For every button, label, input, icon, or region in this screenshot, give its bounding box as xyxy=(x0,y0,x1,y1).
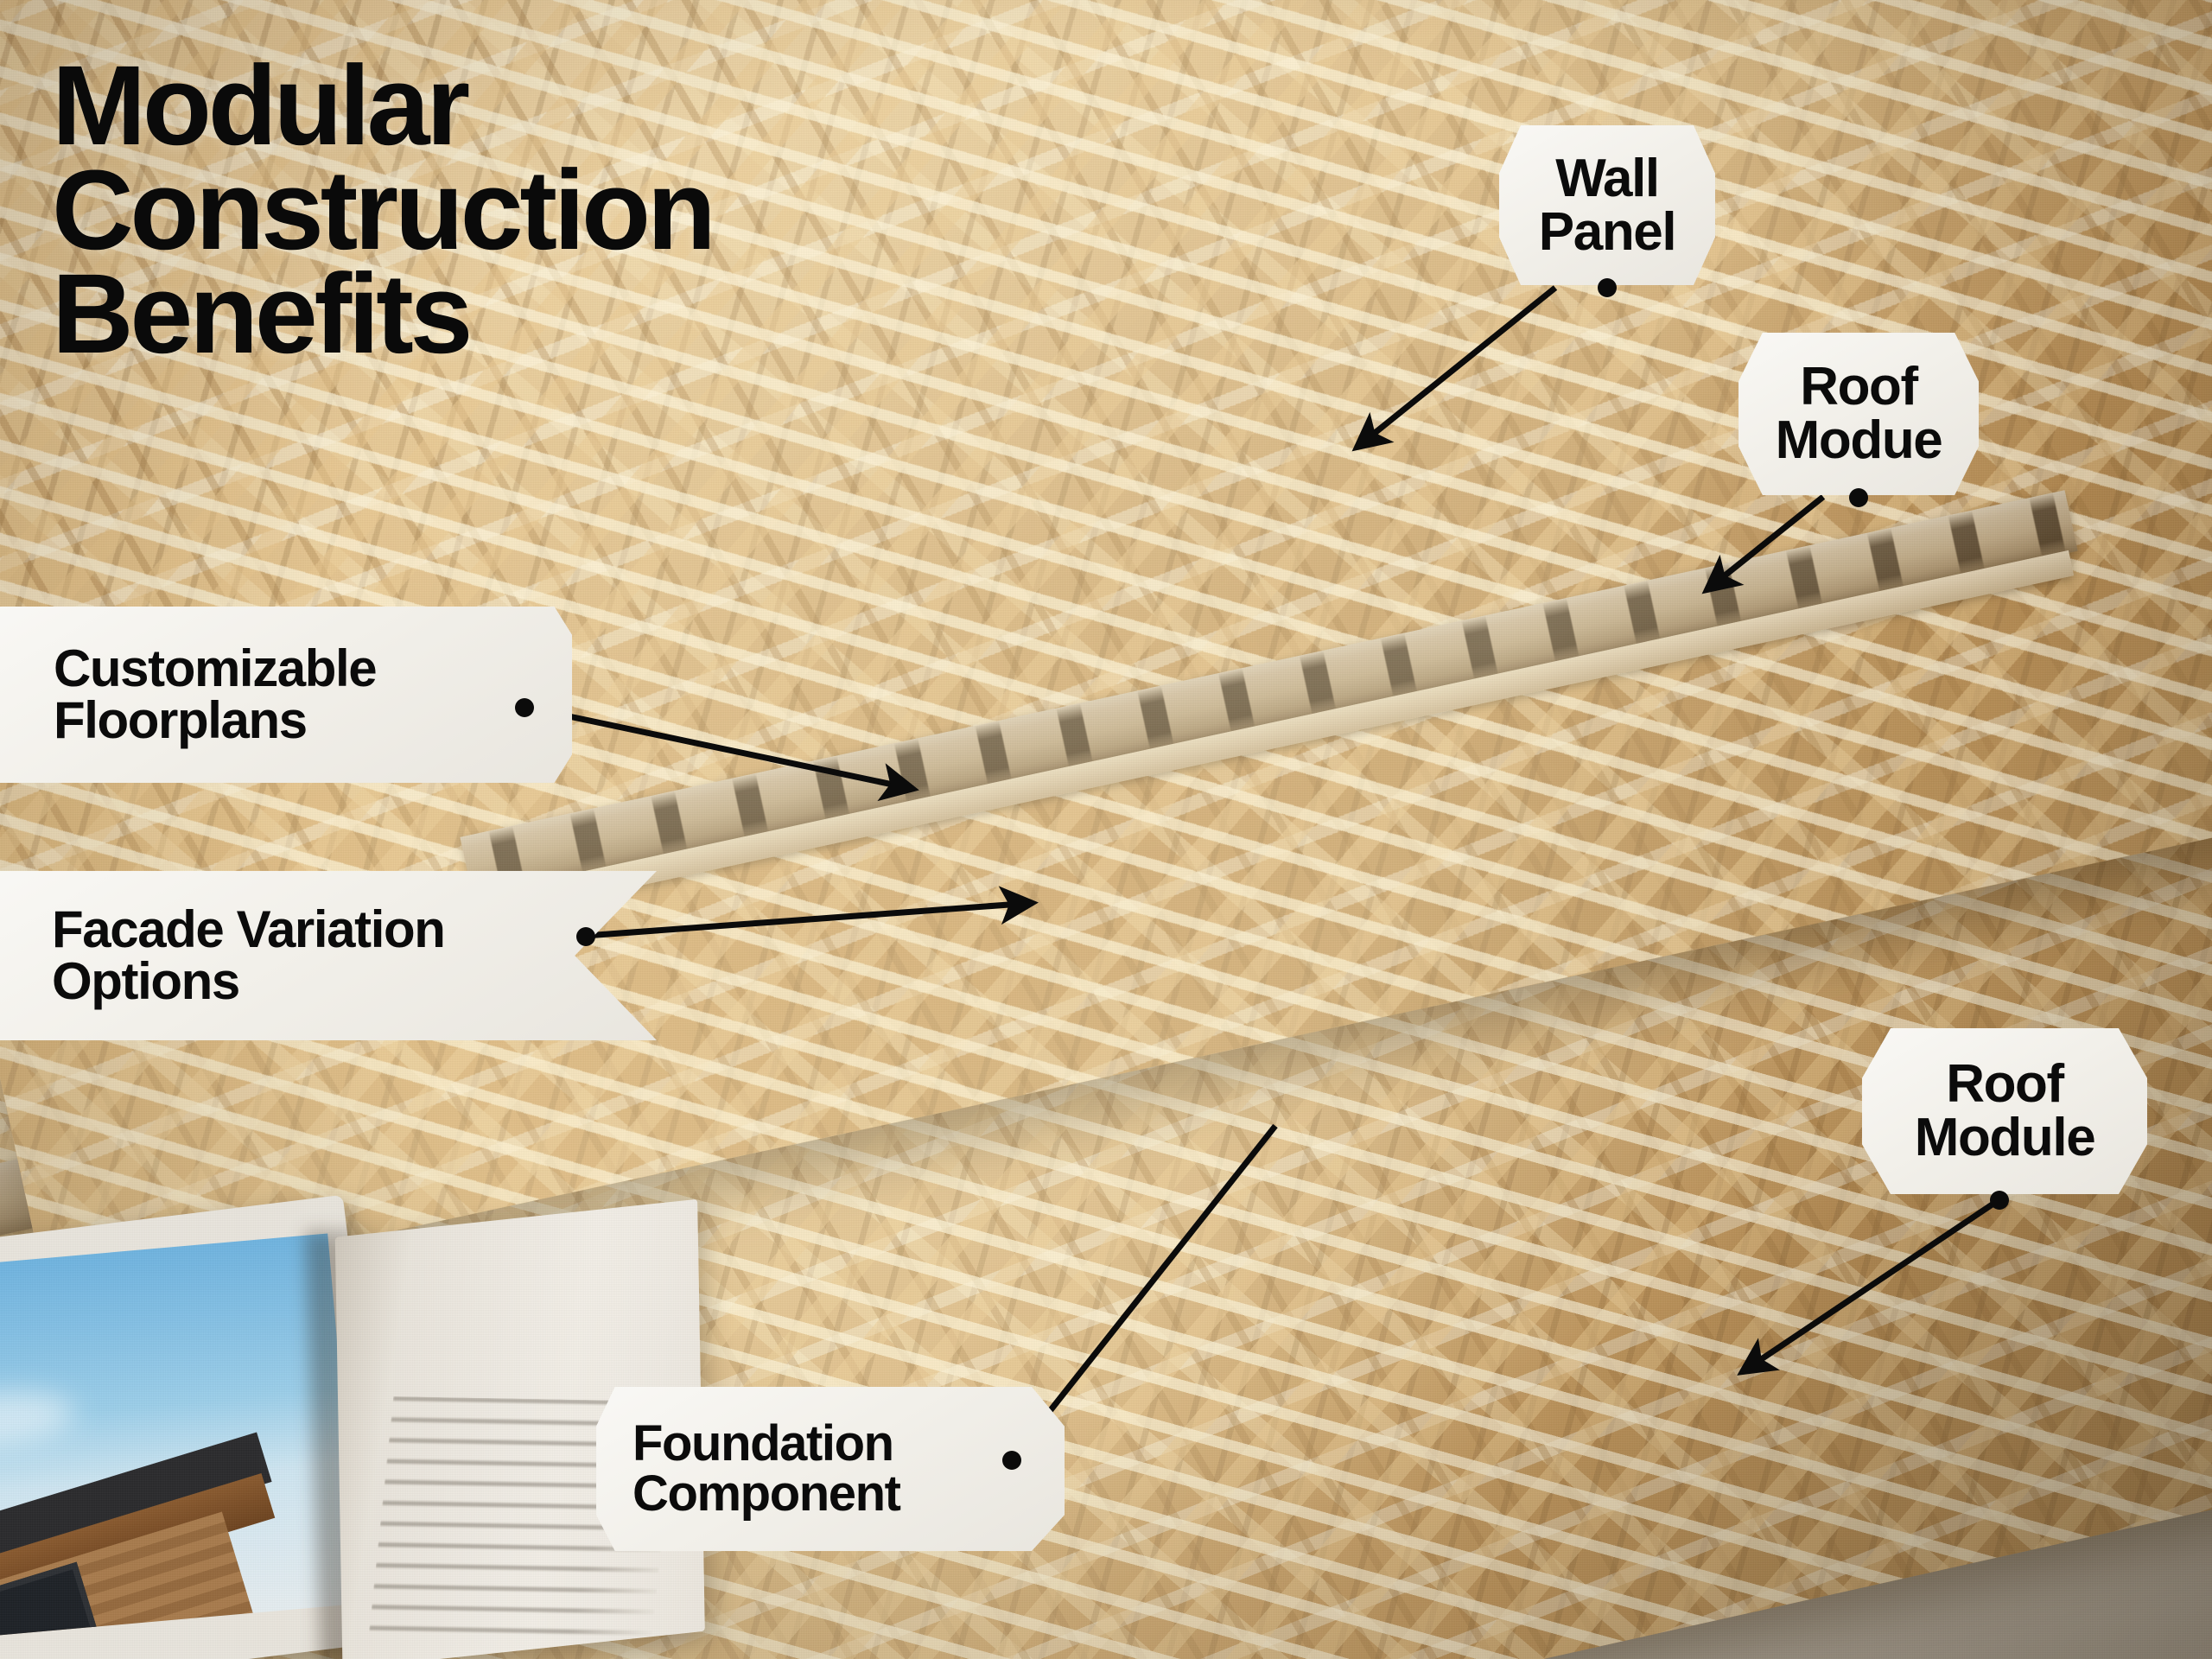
anchor-dot-wall-panel xyxy=(1598,278,1617,297)
leader-roof-modue xyxy=(1701,494,1826,594)
callout-wall-panel[interactable]: Wall Panel xyxy=(1499,125,1715,285)
callout-label: Roof Module xyxy=(1914,1054,2096,1167)
anchor-dot-foundation-component xyxy=(1002,1451,1021,1470)
callout-label: Roof Modue xyxy=(1775,357,1943,470)
callout-label: Wall Panel xyxy=(1538,148,1677,262)
callout-label: Customizable Floorplans xyxy=(54,639,378,749)
callout-label: Foundation Component xyxy=(632,1415,901,1522)
callout-roof-module[interactable]: Roof Module xyxy=(1862,1028,2147,1194)
callout-foundation-component[interactable]: Foundation Component xyxy=(596,1387,1065,1551)
callout-customizable-floorplans[interactable]: Customizable Floorplans xyxy=(0,607,572,783)
page-title: Modular Construction Benefits xyxy=(52,41,716,378)
anchor-dot-roof-modue xyxy=(1849,488,1868,507)
callout-roof-modue[interactable]: Roof Modue xyxy=(1738,333,1979,495)
leader-facade-variation xyxy=(584,886,1039,939)
callout-facade-variation-options[interactable]: Facade Variation Options xyxy=(0,871,657,1040)
leader-foundation-component xyxy=(1008,1123,1278,1463)
callout-label: Facade Variation Options xyxy=(52,900,446,1010)
leader-customizable-floorplans xyxy=(523,703,919,802)
leader-roof-module xyxy=(1737,1198,2000,1376)
anchor-dot-facade-variation-options xyxy=(576,927,595,946)
anchor-dot-customizable-floorplans xyxy=(515,698,534,717)
anchor-dot-roof-module xyxy=(1990,1191,2009,1210)
leader-wall-panel xyxy=(1351,285,1558,452)
